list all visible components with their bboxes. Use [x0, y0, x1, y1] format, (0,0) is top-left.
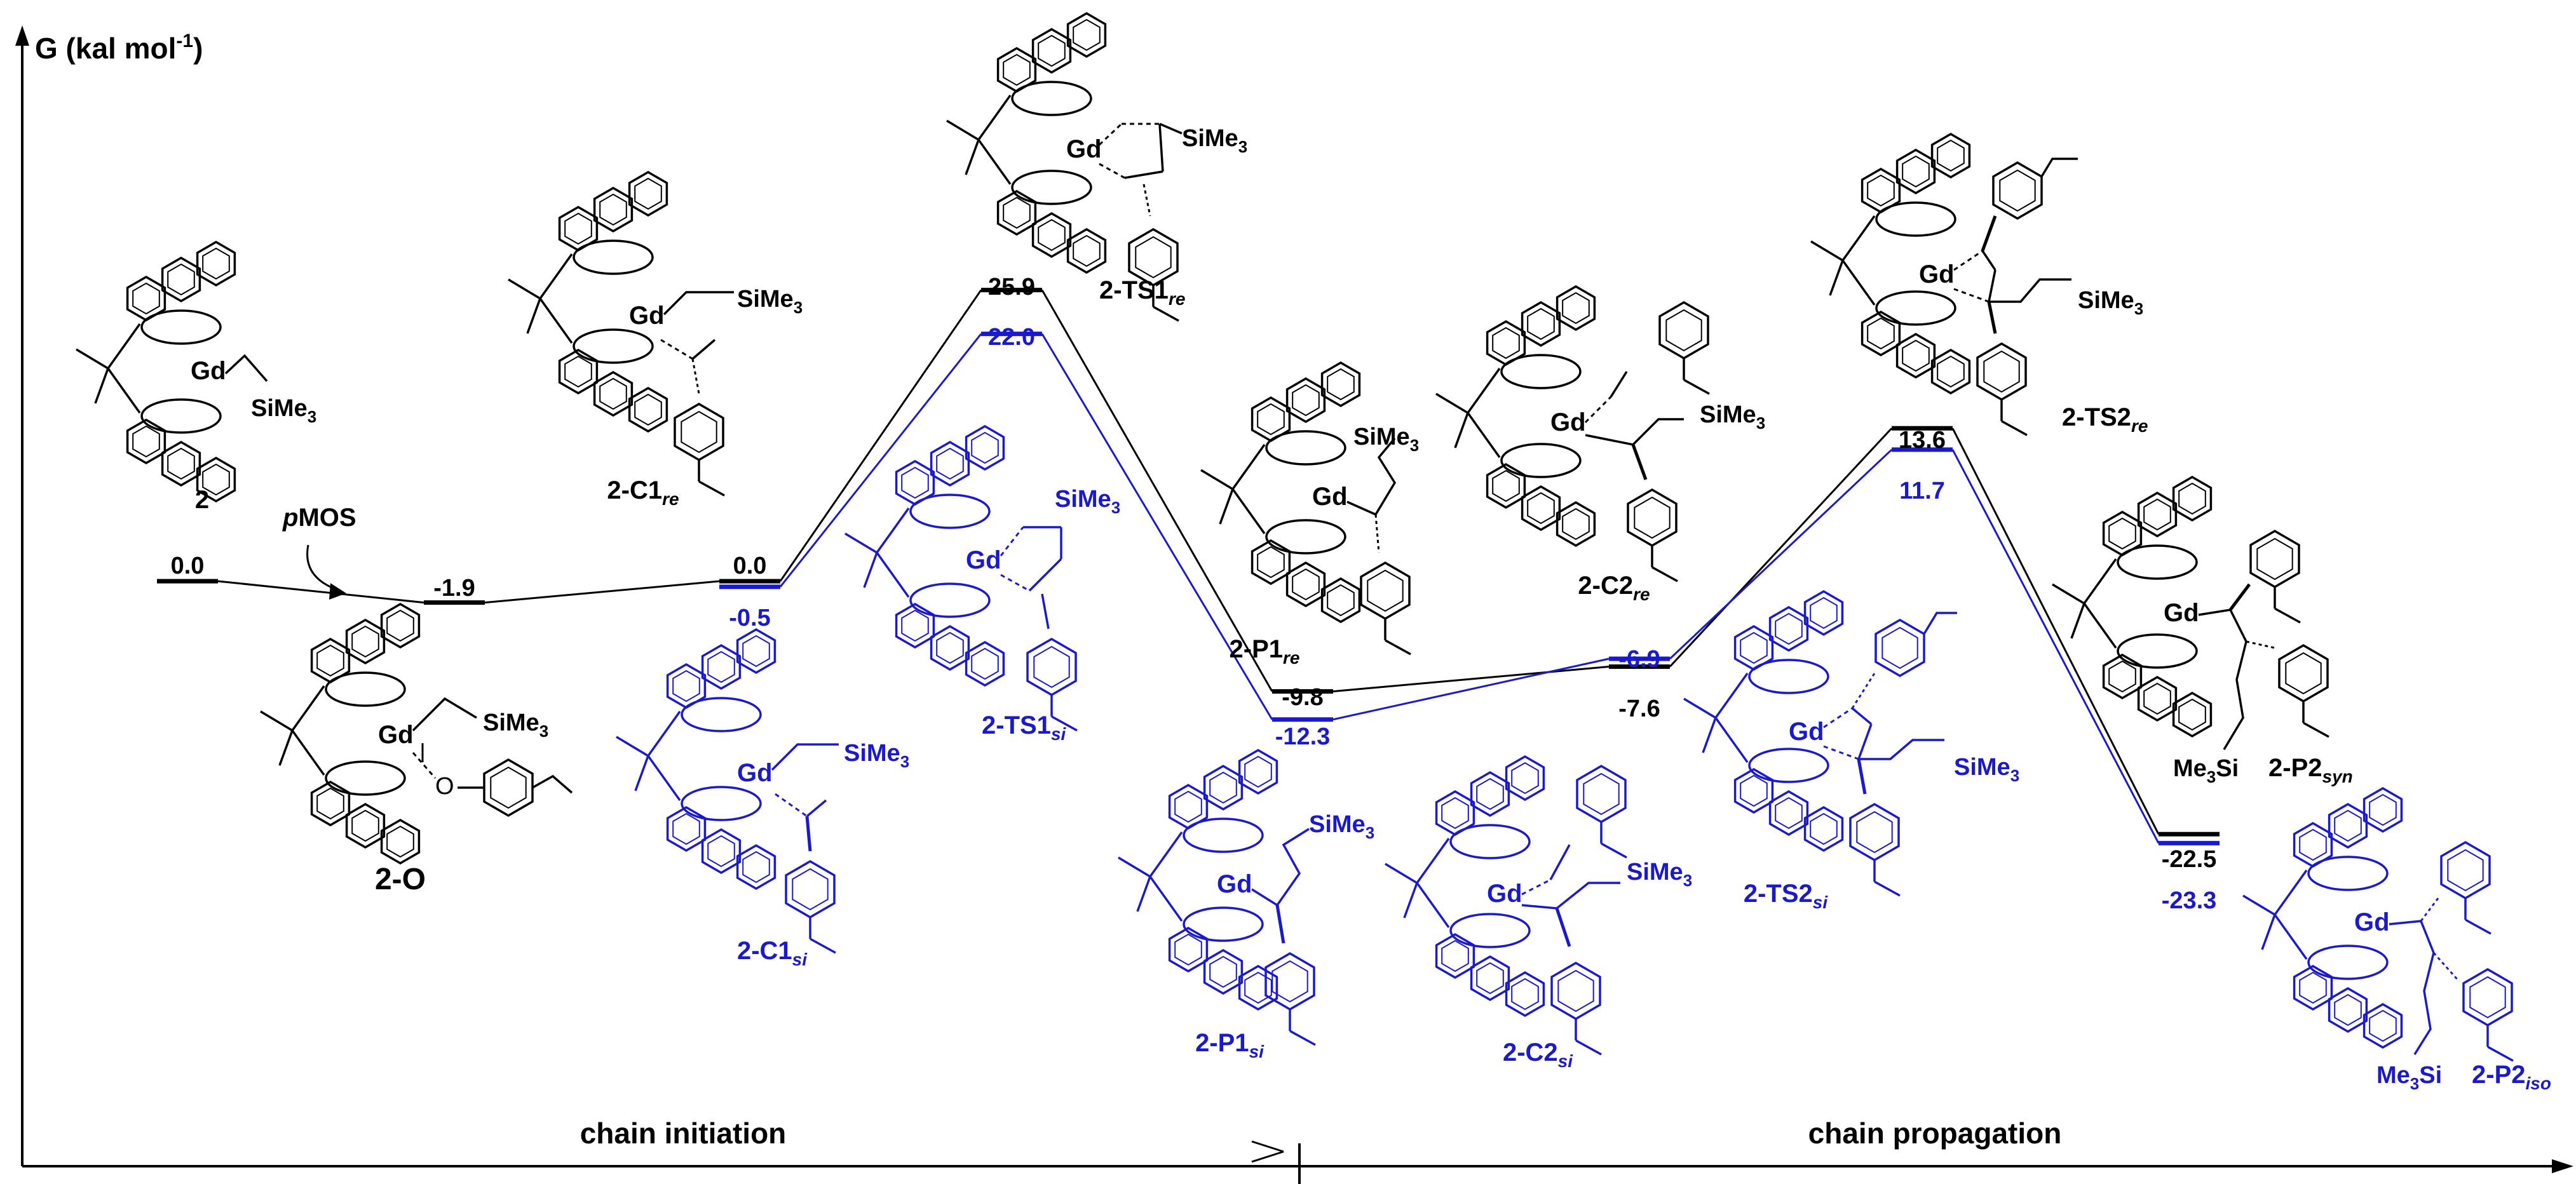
svg-text:Gd: Gd — [737, 759, 773, 787]
connector-re-1 — [484, 580, 720, 604]
svg-text:SiMe3: SiMe3 — [1353, 424, 1419, 455]
svg-text:SiMe3: SiMe3 — [1055, 486, 1120, 517]
value-labels: 0.0 -1.9 0.0 -0.5 25.9 22.0 -9.8 -12.3 -… — [171, 274, 2217, 914]
energy-label: 11.7 — [1899, 478, 1945, 504]
energy-label: 22.0 — [988, 324, 1035, 351]
connector-si-2 — [779, 333, 982, 588]
svg-text:SiMe3: SiMe3 — [737, 286, 803, 317]
structure-2: Gd SiMe3 2 — [76, 242, 316, 514]
structure-2-TS1re: Gd SiMe3 2-TS1re — [947, 13, 1247, 321]
structure-2-TS1si: Gd SiMe3 2-TS1si — [845, 426, 1120, 744]
svg-text:2-P2syn: 2-P2syn — [2268, 754, 2353, 786]
svg-text:SiMe3: SiMe3 — [1627, 859, 1692, 890]
svg-text:Gd: Gd — [378, 721, 414, 749]
structure-2-P1re: Gd SiMe3 2-P1re — [1201, 363, 1419, 668]
connector-re-2 — [779, 289, 982, 582]
phase-label-propagation: chain propagation — [1808, 1117, 2062, 1150]
reagent-arrow — [306, 544, 341, 592]
connector-re-0 — [217, 580, 424, 604]
energy-label: -23.3 — [2162, 887, 2217, 914]
energy-label: -7.6 — [1618, 696, 1660, 722]
svg-text:2-TS2si: 2-TS2si — [1744, 880, 1829, 912]
structure-2-O: Gd SiMe3 O 2-O — [261, 604, 573, 896]
svg-text:2: 2 — [195, 486, 209, 514]
svg-text:2-P1re: 2-P1re — [1230, 635, 1300, 668]
structure-2-C2re: Gd SiMe3 2-C2re — [1436, 286, 1765, 604]
structure-2-C1si: Gd SiMe3 2-C1si — [616, 629, 909, 969]
structure-2-C1re: Gd SiMe3 2-C1re — [508, 172, 803, 509]
connector-re-6 — [1951, 427, 2160, 835]
svg-text:2-O: 2-O — [375, 863, 426, 896]
energy-profile — [157, 288, 2220, 845]
energy-label: -9.8 — [1282, 684, 1323, 711]
svg-text:Gd: Gd — [2354, 908, 2390, 936]
svg-text:Gd: Gd — [1550, 408, 1586, 436]
svg-text:Gd: Gd — [1487, 880, 1522, 908]
reagent-label: pMOS — [282, 504, 356, 532]
svg-text:Me3Si: Me3Si — [2376, 1062, 2442, 1093]
energy-label: 13.6 — [1899, 427, 1946, 454]
svg-text:2-TS1si: 2-TS1si — [982, 711, 1067, 744]
svg-text:2-C1si: 2-C1si — [737, 937, 808, 969]
svg-text:2-P1si: 2-P1si — [1195, 1029, 1264, 1061]
phase-label-initiation: chain initiation — [580, 1117, 787, 1150]
connector-si-4 — [1332, 657, 1610, 721]
svg-text:SiMe3: SiMe3 — [1700, 401, 1765, 433]
structure-2-C2si: Gd SiMe3 2-C2si — [1385, 757, 1692, 1071]
structure-2-TS2re: Gd SiMe3 2-TS2re — [1811, 134, 2148, 436]
svg-text:2-C1re: 2-C1re — [607, 476, 679, 509]
structure-2-P2iso: Gd Me3Si 2-P2iso — [2243, 788, 2551, 1093]
svg-text:Gd: Gd — [1789, 718, 1824, 746]
reagent-arrowhead — [329, 583, 346, 600]
energy-label: 25.9 — [988, 274, 1035, 300]
svg-text:2-TS1re: 2-TS1re — [1099, 276, 1185, 309]
svg-text:SiMe3: SiMe3 — [483, 710, 548, 741]
svg-text:2-TS2re: 2-TS2re — [2062, 403, 2148, 436]
energy-label: 0.0 — [733, 553, 767, 579]
energy-label: 0.0 — [171, 553, 205, 579]
initiation-arrow — [1251, 1140, 1284, 1153]
svg-text:Gd: Gd — [2164, 599, 2199, 627]
energy-label: -1.9 — [433, 575, 475, 602]
svg-text:2-C2si: 2-C2si — [1503, 1039, 1573, 1071]
svg-text:Gd: Gd — [1919, 260, 1955, 288]
connector-re-5 — [1669, 427, 1893, 668]
x-axis-arrowhead — [2552, 1159, 2573, 1173]
svg-text:Gd: Gd — [1217, 870, 1252, 898]
y-axis-arrowhead — [15, 25, 29, 46]
svg-text:Gd: Gd — [629, 302, 665, 330]
svg-text:O: O — [435, 773, 454, 800]
connector-si-6 — [1951, 449, 2160, 844]
energy-label: -6.9 — [1618, 646, 1660, 673]
svg-text:Gd: Gd — [966, 546, 1001, 574]
svg-text:Gd: Gd — [191, 357, 226, 385]
energy-label: -0.5 — [729, 605, 770, 631]
structure-2-P2syn: Gd Me3Si 2-P2syn — [2052, 477, 2353, 786]
y-axis-label: G (kal mol-1) — [35, 30, 203, 65]
energy-label: -12.3 — [1275, 723, 1331, 750]
svg-text:SiMe3: SiMe3 — [251, 395, 316, 426]
connector-re-4 — [1332, 666, 1610, 692]
svg-text:SiMe3: SiMe3 — [1954, 754, 2019, 785]
svg-text:SiMe3: SiMe3 — [2078, 287, 2143, 318]
connector-si-3 — [1041, 333, 1273, 720]
connector-re-3 — [1041, 289, 1273, 692]
svg-text:2-C2re: 2-C2re — [1578, 572, 1650, 604]
svg-text:2-P2iso: 2-P2iso — [2472, 1061, 2551, 1093]
initiation-arrow — [1251, 1150, 1284, 1163]
svg-text:Me3Si: Me3Si — [2173, 755, 2239, 786]
svg-text:Gd: Gd — [1312, 483, 1348, 511]
svg-text:SiMe3: SiMe3 — [1182, 125, 1247, 156]
svg-text:SiMe3: SiMe3 — [1309, 811, 1374, 842]
svg-text:Gd: Gd — [1066, 135, 1102, 163]
structure-2-TS2si: Gd SiMe3 2-TS2si — [1684, 591, 2019, 912]
structure-2-P1si: Gd SiMe3 2-P1si — [1118, 750, 1374, 1061]
svg-text:SiMe3: SiMe3 — [844, 740, 909, 771]
energy-label: -22.5 — [2162, 846, 2217, 873]
connector-si-5 — [1669, 448, 1893, 660]
